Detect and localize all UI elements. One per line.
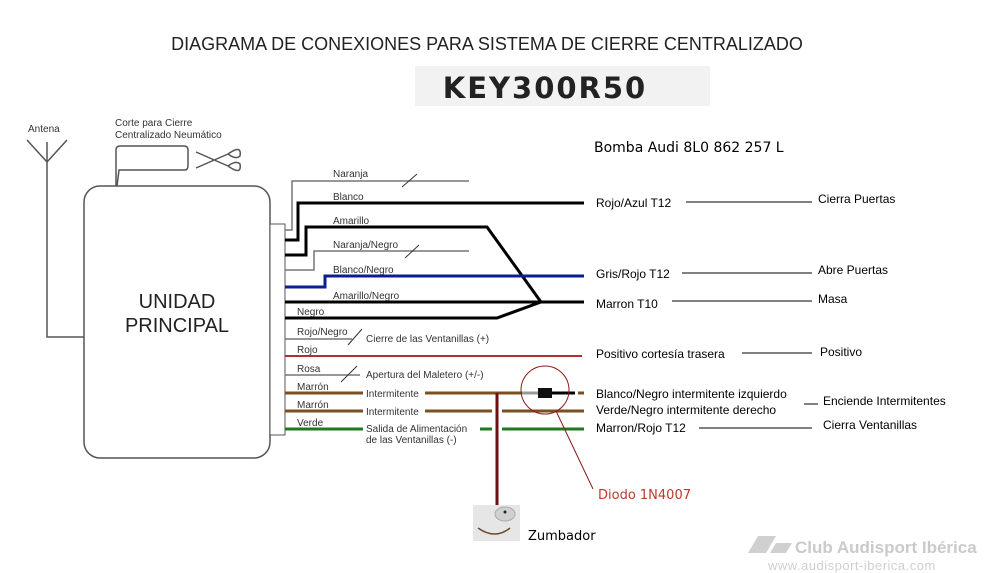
wire-amarillo <box>285 225 543 303</box>
action-abre-puertas: Abre Puertas <box>818 263 888 277</box>
action-cierra-puertas: Cierra Puertas <box>818 192 895 206</box>
buzzer-label: Zumbador <box>528 529 596 544</box>
wire-blanco-negro <box>285 274 584 289</box>
function-cierre-ventanillas: Cierre de las Ventanillas (+) <box>366 334 489 345</box>
watermark-name: Club Audisport Ibérica <box>795 538 977 557</box>
wire-label-naranja-negro: Naranja/Negro <box>333 240 398 251</box>
function-salida-alimentacion-2: de las Ventanillas (-) <box>366 435 457 446</box>
wire-label-negro: Negro <box>297 307 325 318</box>
antenna-icon <box>26 139 84 338</box>
antenna-label: Antena <box>28 124 60 135</box>
watermark-url: www.audisport-iberica.com <box>767 558 936 573</box>
diode-icon <box>522 388 575 398</box>
pneumatic-cut-label-1: Corte para Cierre <box>115 118 193 129</box>
wire-cut-marks <box>340 173 420 383</box>
action-cierra-ventanillas: Cierra Ventanillas <box>823 418 917 432</box>
main-unit-label-2: PRINCIPAL <box>125 315 229 337</box>
pump-wire-verde-negro-der: Verde/Negro intermitente derecho <box>596 403 776 417</box>
action-positivo: Positivo <box>820 345 862 359</box>
wire-naranja <box>285 180 469 231</box>
connector-strip <box>269 223 286 436</box>
function-apertura-maletero: Apertura del Maletero (+/-) <box>366 370 484 381</box>
wire-label-verde: Verde <box>297 418 324 429</box>
pump-wire-gris-rojo: Gris/Rojo T12 <box>596 267 670 281</box>
pump-wire-blanco-negro-izq: Blanco/Negro intermitente izquierdo <box>596 387 787 401</box>
pump-title: Bomba Audi 8L0 862 257 L <box>594 140 784 156</box>
pneumatic-loop <box>115 145 189 187</box>
model-banner <box>415 66 710 106</box>
wire-label-marron-2: Marrón <box>297 400 329 411</box>
wire-label-blanco: Blanco <box>333 192 364 203</box>
pump-wire-marron-rojo: Marron/Rojo T12 <box>596 421 686 435</box>
wire-label-rojo-negro: Rojo/Negro <box>297 327 348 338</box>
pump-wire-positivo-cortesia: Positivo cortesía trasera <box>596 347 725 361</box>
model-name: KEY300R50 <box>443 71 648 105</box>
wire-label-marron-1: Marrón <box>297 382 329 393</box>
wire-blanco <box>285 201 584 242</box>
wire-label-amarillo-negro: Amarillo/Negro <box>333 291 400 302</box>
wire-label-blanco-negro: Blanco/Negro <box>333 265 394 276</box>
action-masa: Masa <box>818 292 848 306</box>
pump-wire-marron-t10: Marron T10 <box>596 297 658 311</box>
wire-naranja-negro <box>285 250 469 271</box>
diode-label: Diodo 1N4007 <box>598 488 691 503</box>
scissors-icon <box>195 148 241 172</box>
action-enciende-intermitentes: Enciende Intermitentes <box>823 394 946 408</box>
wire-negro <box>285 300 542 320</box>
main-unit-label-1: UNIDAD <box>139 291 216 313</box>
action-leader-lines <box>672 201 818 429</box>
function-salida-alimentacion-1: Salida de Alimentación <box>366 424 467 435</box>
wire-label-rojo: Rojo <box>297 345 318 356</box>
buzzer-icon <box>473 505 520 541</box>
club-logo-icon <box>748 536 792 553</box>
diode-pointer <box>555 410 594 490</box>
wire-label-rosa: Rosa <box>297 364 321 375</box>
wire-label-amarillo: Amarillo <box>333 216 370 227</box>
function-intermitente-2: Intermitente <box>366 407 419 418</box>
diode-highlight-circle <box>520 365 570 415</box>
pump-wire-rojo-azul: Rojo/Azul T12 <box>596 196 671 210</box>
wire-label-naranja: Naranja <box>333 169 368 180</box>
pneumatic-cut-label-2: Centralizado Neumático <box>115 130 222 141</box>
diagram-title: DIAGRAMA DE CONEXIONES PARA SISTEMA DE C… <box>171 34 803 54</box>
function-intermitente-1: Intermitente <box>366 389 419 400</box>
